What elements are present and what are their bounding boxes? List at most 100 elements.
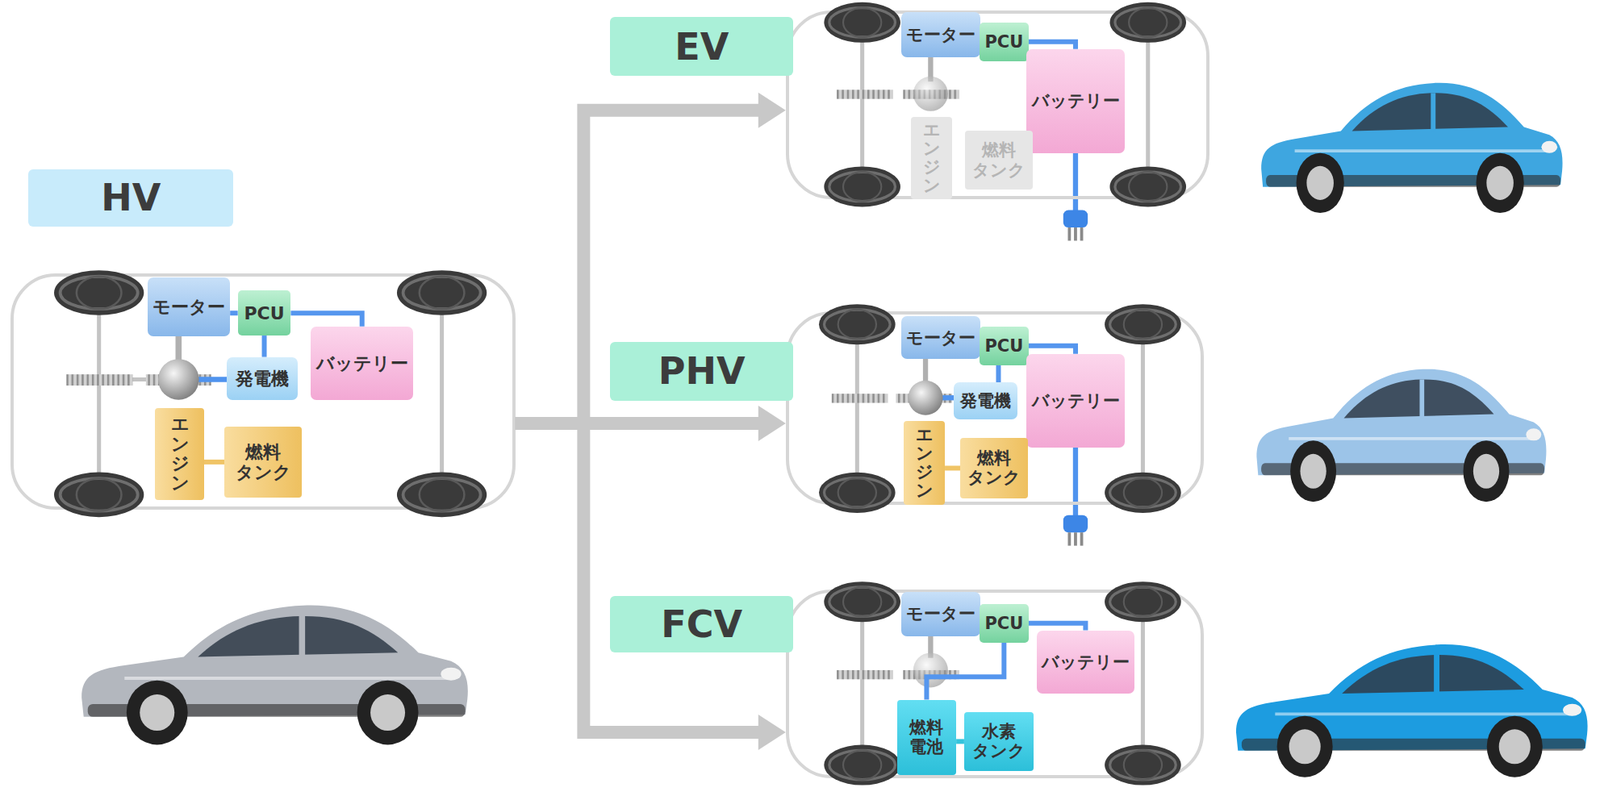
part-label: バッテリー bbox=[316, 353, 409, 374]
wheel bbox=[823, 581, 901, 623]
hydrogen-tank-box: 水素 タンク bbox=[964, 712, 1034, 772]
part-label: エンジン bbox=[915, 426, 933, 501]
connector-line bbox=[1028, 346, 1076, 355]
part-label: エンジン bbox=[923, 121, 940, 196]
part-label: 水素 タンク bbox=[964, 722, 1034, 761]
battery-box: バッテリー bbox=[1026, 49, 1125, 154]
axle bbox=[855, 324, 860, 493]
connector-line bbox=[515, 110, 761, 424]
part-label: PCU bbox=[984, 614, 1024, 634]
part-label: バッテリー bbox=[1041, 652, 1130, 673]
wheel bbox=[1104, 472, 1182, 514]
power-line bbox=[926, 643, 1004, 701]
power-line bbox=[263, 335, 265, 358]
part-label: 発電機 bbox=[235, 368, 289, 389]
plug-pin bbox=[1073, 532, 1078, 546]
generator-box: 発電機 bbox=[953, 382, 1017, 420]
motor-box: モーター bbox=[901, 316, 982, 360]
part-label: バッテリー bbox=[1031, 391, 1120, 411]
part-label: バッテリー bbox=[1031, 91, 1120, 111]
wheel bbox=[1109, 2, 1187, 43]
motor-box: モーター bbox=[901, 12, 982, 58]
power-line bbox=[1028, 623, 1087, 631]
plug-pin bbox=[1073, 227, 1078, 241]
plug-pin bbox=[1067, 227, 1071, 241]
evolution-arrow bbox=[515, 92, 786, 424]
vehicle-type-tab: FCV bbox=[609, 596, 794, 654]
part-label: モーター bbox=[906, 25, 976, 45]
gear bbox=[831, 393, 889, 403]
power-split-sphere bbox=[908, 380, 944, 416]
battery-box: バッテリー bbox=[1036, 630, 1136, 694]
wheel bbox=[818, 472, 896, 514]
wheel bbox=[1109, 166, 1187, 207]
wheel bbox=[396, 472, 487, 519]
plug bbox=[1063, 210, 1088, 229]
fuel-tank-box: 燃料 タンク bbox=[224, 426, 302, 499]
part-label: モーター bbox=[906, 604, 976, 624]
car-photo bbox=[81, 605, 468, 746]
part-label: モーター bbox=[152, 296, 226, 318]
connector-line bbox=[979, 37, 981, 42]
gear bbox=[66, 374, 133, 386]
wheel bbox=[54, 270, 144, 316]
vehicle-type-tab: PHV bbox=[609, 342, 794, 402]
axle bbox=[860, 601, 865, 765]
connector-line bbox=[956, 739, 965, 744]
wheel bbox=[1104, 745, 1182, 786]
pcu-box: PCU bbox=[979, 604, 1029, 644]
pcu-box: PCU bbox=[979, 22, 1029, 62]
car-photo bbox=[1261, 83, 1563, 214]
arrowhead bbox=[758, 92, 786, 129]
wire bbox=[193, 376, 231, 382]
power-line bbox=[979, 39, 981, 41]
connector-line bbox=[262, 335, 268, 358]
power-line bbox=[204, 461, 225, 463]
pcu-box: PCU bbox=[238, 290, 292, 336]
engine-box: エンジン bbox=[910, 116, 953, 199]
part-label: PCU bbox=[984, 336, 1024, 356]
power-line bbox=[979, 619, 981, 621]
power-line bbox=[1028, 346, 1076, 355]
fuel-cell-box: 燃料 電池 bbox=[897, 700, 957, 777]
connector-line bbox=[229, 310, 238, 316]
part-label: PCU bbox=[243, 303, 285, 324]
power-line bbox=[944, 467, 961, 469]
connector-line bbox=[204, 459, 225, 465]
motor-box: モーター bbox=[147, 277, 231, 337]
wheel bbox=[823, 166, 901, 207]
wheel bbox=[1104, 304, 1182, 345]
axle bbox=[1145, 22, 1150, 188]
connector-line bbox=[926, 643, 1004, 701]
car-photo bbox=[1256, 369, 1546, 503]
vehicle-type-tab: HV bbox=[28, 169, 234, 227]
part-label: 発電機 bbox=[960, 391, 1011, 411]
part-label: 燃料 タンク bbox=[224, 442, 302, 484]
fuel-tank-box: 燃料 タンク bbox=[965, 130, 1032, 190]
power-split-sphere bbox=[913, 76, 949, 112]
axle bbox=[439, 292, 444, 495]
connector-line bbox=[1028, 41, 1076, 50]
wheel bbox=[818, 304, 896, 345]
connector-line bbox=[515, 423, 761, 733]
evolution-arrow bbox=[515, 423, 786, 751]
car-photo bbox=[1236, 644, 1588, 778]
plug-pin bbox=[1067, 532, 1071, 546]
power-split-sphere bbox=[913, 652, 949, 688]
connector-line bbox=[979, 340, 981, 346]
power-line bbox=[979, 342, 981, 343]
axle bbox=[1140, 601, 1145, 765]
connector-line bbox=[995, 365, 1001, 384]
plug bbox=[1063, 515, 1088, 534]
part-label: 燃料 タンク bbox=[965, 140, 1032, 180]
axle bbox=[860, 22, 865, 188]
motor-box: モーター bbox=[901, 592, 982, 638]
engine-box: エンジン bbox=[903, 421, 945, 506]
power-line bbox=[1028, 41, 1076, 50]
pcu-box: PCU bbox=[979, 326, 1029, 366]
power-line bbox=[290, 313, 362, 326]
wheel bbox=[54, 472, 144, 519]
wheel bbox=[823, 745, 901, 786]
